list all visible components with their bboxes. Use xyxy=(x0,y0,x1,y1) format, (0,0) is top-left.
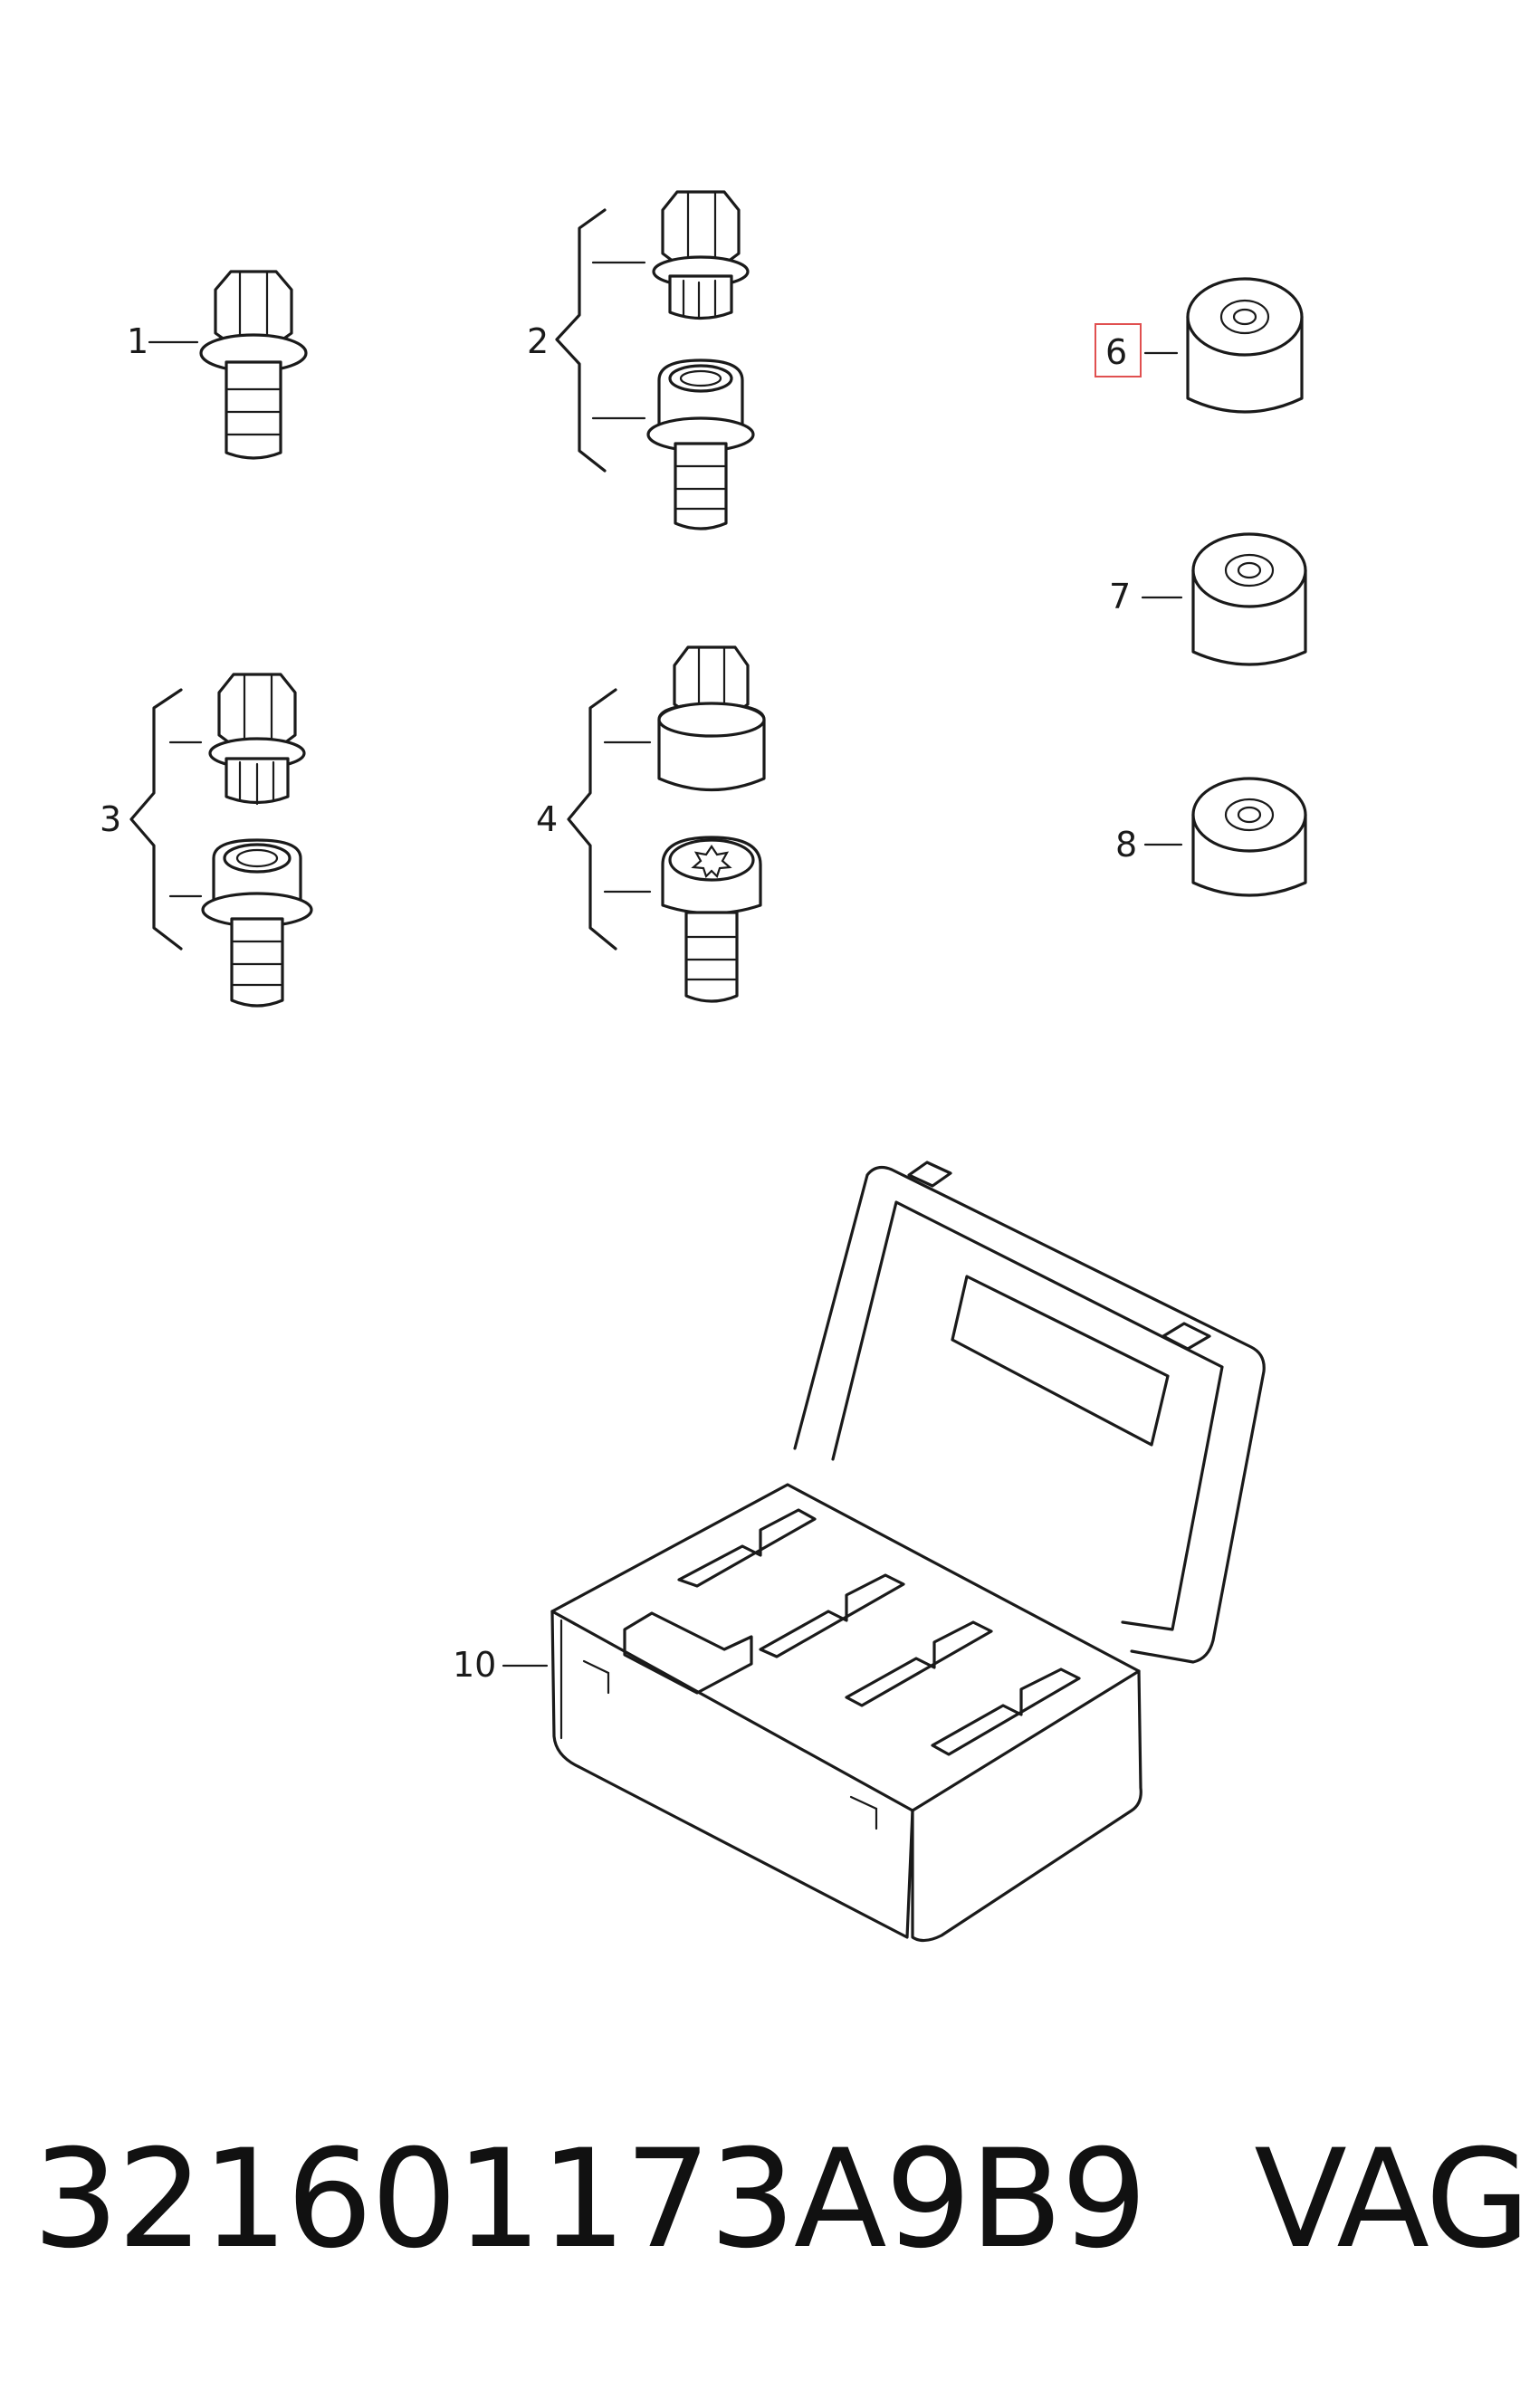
part-8-lock-cap: 8 xyxy=(1115,777,1307,897)
part-6-lock-cap: 6 xyxy=(1095,277,1304,414)
callout-3: 3 xyxy=(100,799,121,839)
callout-10: 10 xyxy=(453,1645,496,1685)
callout-8: 8 xyxy=(1115,825,1137,865)
part-3-splined-bolt-set: 3 xyxy=(100,673,313,1008)
part-number: 321601173A9B9 xyxy=(33,2121,1147,2279)
part-4-lock-bolt-set: 4 xyxy=(536,645,766,1003)
callout-2: 2 xyxy=(527,321,549,361)
part-7-lock-cap: 7 xyxy=(1109,532,1307,666)
footer-caption: 321601173A9B9 VAG xyxy=(33,2109,1520,2290)
highlight-box xyxy=(1095,323,1142,377)
callout-1: 1 xyxy=(127,321,148,361)
callout-7: 7 xyxy=(1109,577,1131,616)
callout-6: 6 xyxy=(1105,332,1127,372)
brand-name: VAG xyxy=(1254,2121,1520,2279)
part-10-storage-case: 10 xyxy=(453,1161,1266,1943)
part-1-wheel-bolt: 1 xyxy=(127,270,308,460)
part-2-splined-bolt-set: 2 xyxy=(527,190,755,530)
callout-4: 4 xyxy=(536,799,558,839)
